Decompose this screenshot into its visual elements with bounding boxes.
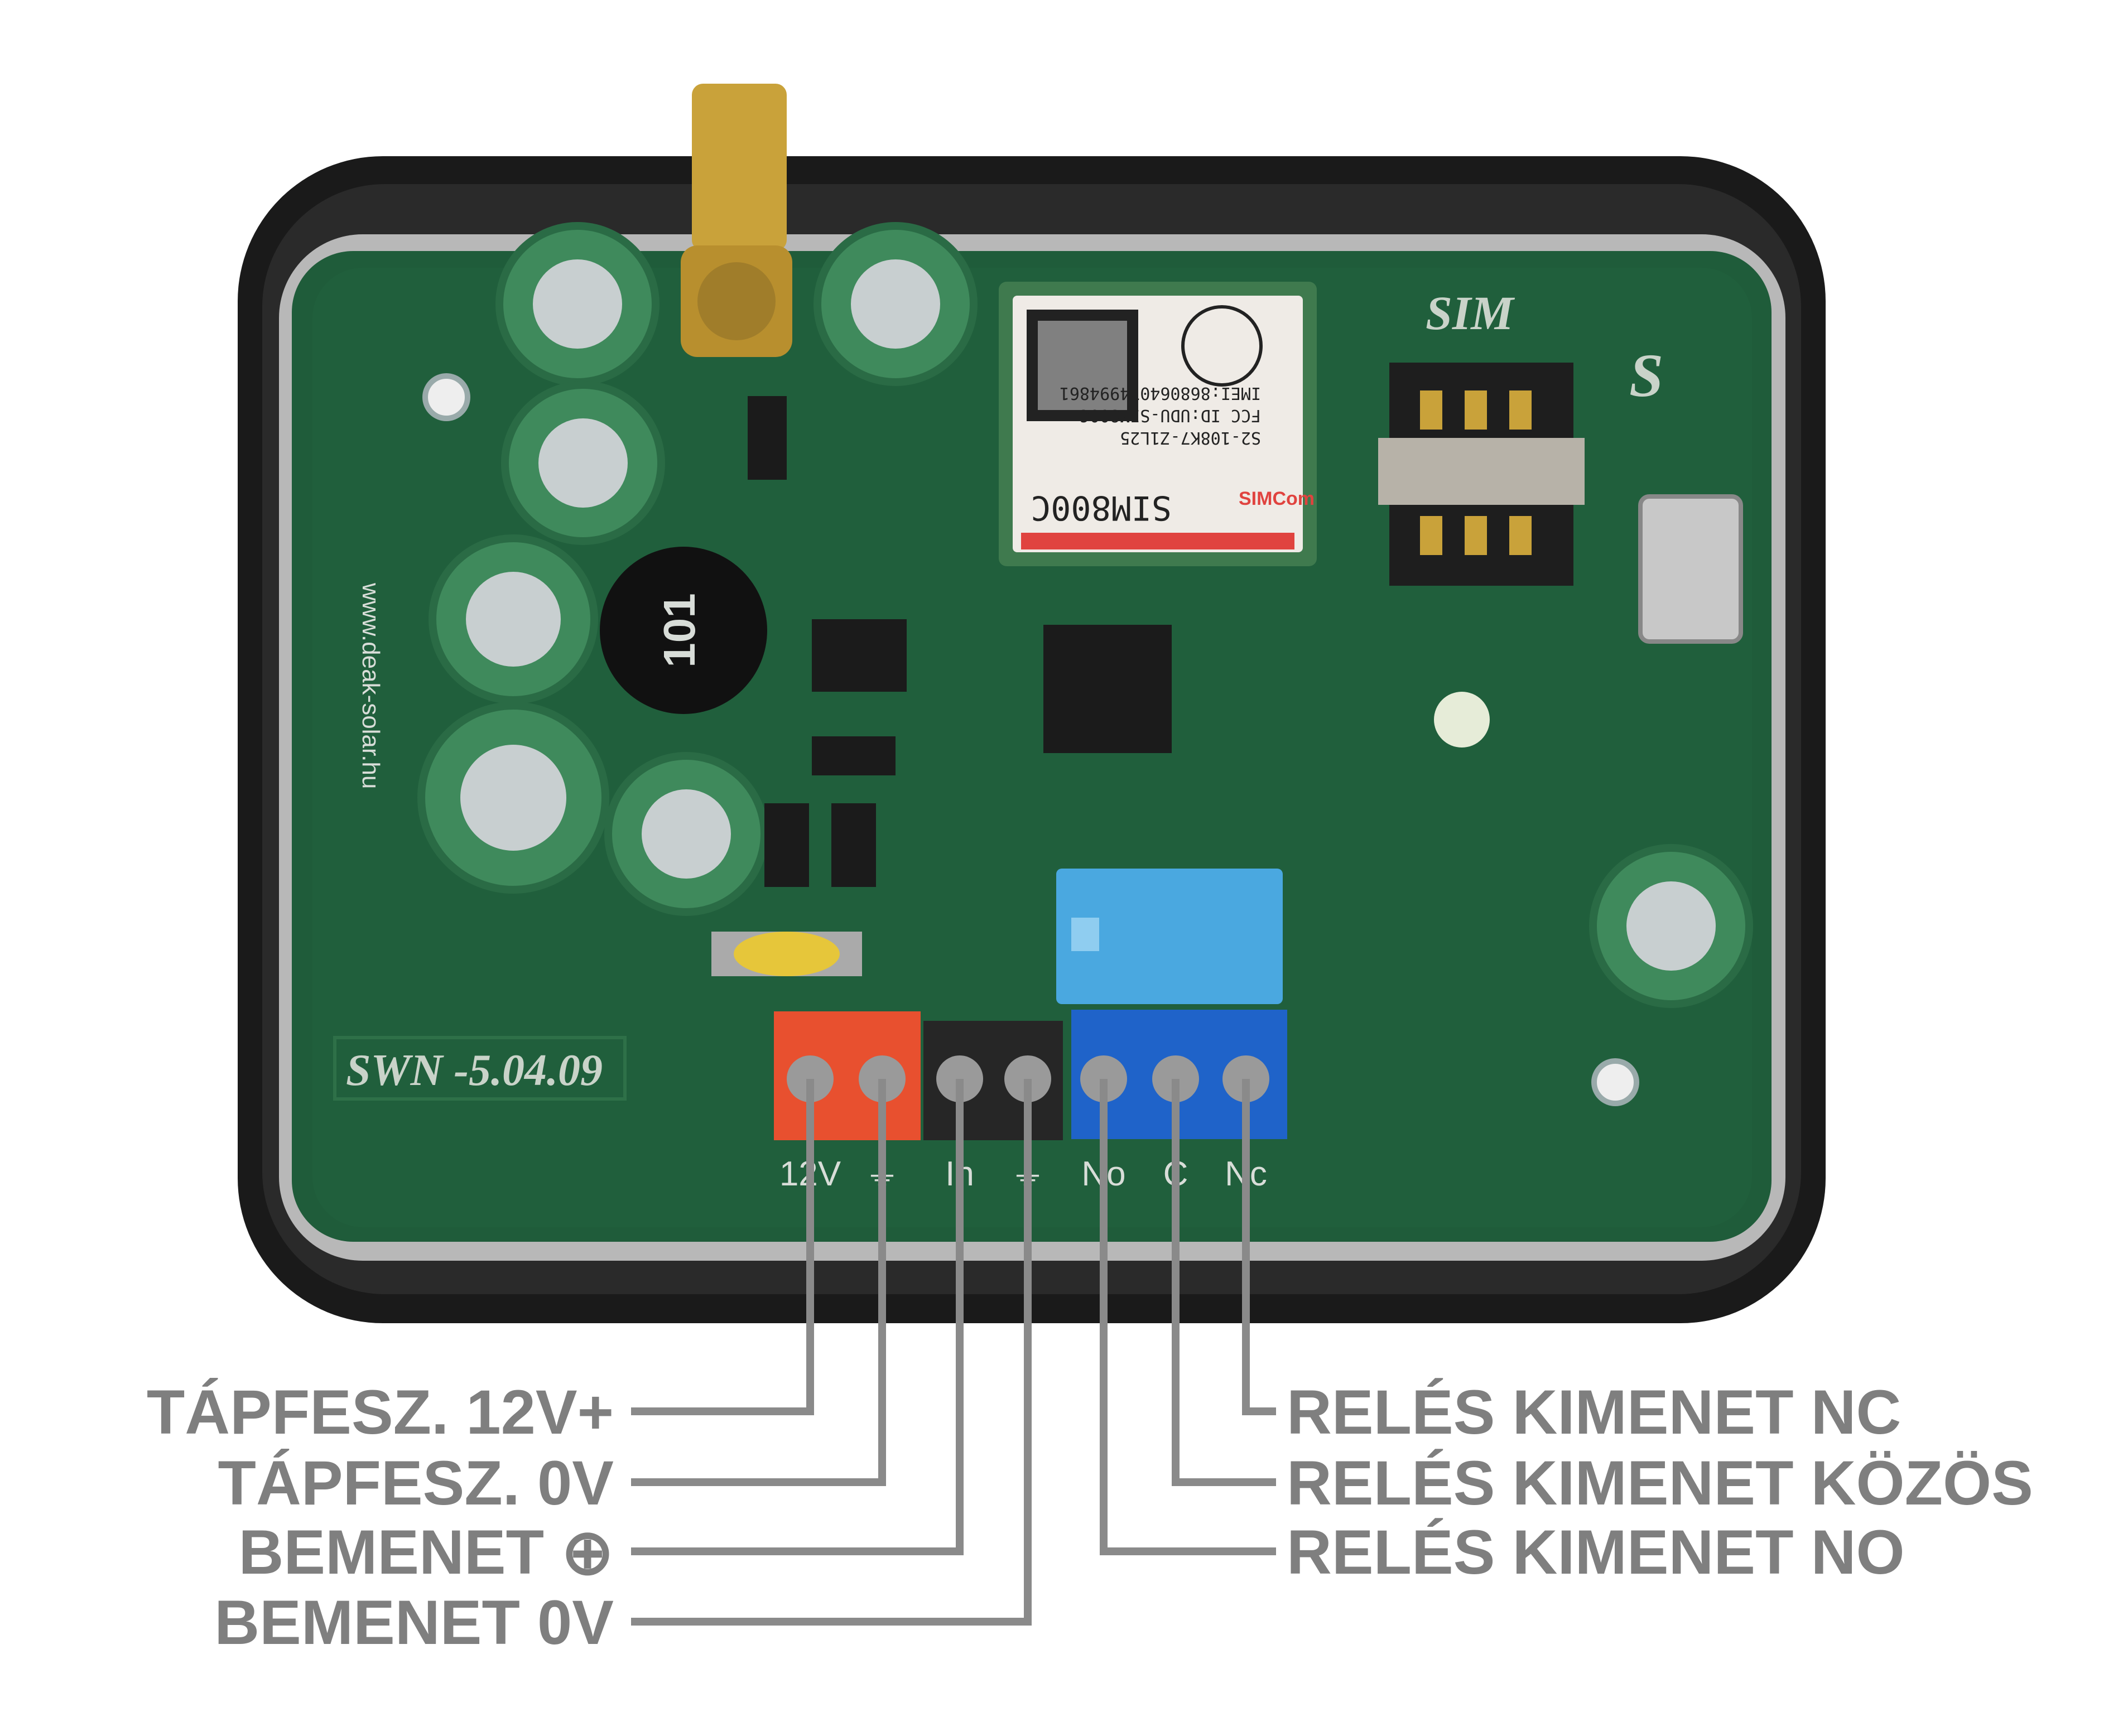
revision-frame	[333, 1036, 627, 1101]
leader-relay-common	[1172, 1079, 1276, 1486]
module-brand: SIMCom	[1239, 488, 1315, 509]
sim-card-slider	[1378, 438, 1585, 505]
label-relay-common: RELÉS KIMENET KÖZÖS	[1287, 1448, 2033, 1518]
antenna-connector	[681, 84, 792, 357]
module-fcc: FCC ID:UDU-SIM800C	[1080, 406, 1261, 425]
ic	[764, 803, 809, 887]
website-text: www.deak-solar.hu	[357, 582, 384, 789]
leader-0v	[631, 1079, 886, 1486]
label-power-0v: TÁPFESZ. 0V	[218, 1448, 614, 1518]
label-relay-nc: RELÉS KIMENET NC	[1287, 1377, 1901, 1447]
leader-lines	[631, 1079, 1276, 1626]
leader-relay-nc	[1242, 1079, 1276, 1415]
brand-logo: S	[1629, 341, 1663, 409]
leader-relay-no	[1100, 1079, 1276, 1555]
label-relay-no: RELÉS KIMENET NO	[1287, 1517, 1905, 1587]
relay	[1056, 869, 1283, 1004]
mounting-hole	[422, 373, 470, 421]
leader-input-0v	[631, 1079, 1032, 1626]
module-code: S2-108K7-Z1L25	[1120, 428, 1261, 447]
microcontroller	[1043, 625, 1172, 753]
capacitor-tops	[460, 259, 1716, 971]
leader-12v	[631, 1079, 814, 1415]
certification-mark	[1181, 305, 1263, 387]
revision-text: SWN -5.04.09	[346, 1046, 603, 1095]
inductor	[600, 547, 767, 714]
module-brand-stripe	[1021, 533, 1294, 549]
leader-input-plus	[631, 1079, 964, 1555]
ceramic-capacitor	[734, 932, 840, 976]
label-power-12v: TÁPFESZ. 12V+	[147, 1377, 614, 1447]
ic	[748, 396, 787, 480]
sim-contacts	[1420, 390, 1532, 555]
label-input-0v: BEMENET 0V	[214, 1588, 614, 1657]
ic	[812, 736, 896, 775]
ic	[831, 803, 876, 887]
module-imei: IMEI:868064074994861	[1060, 383, 1261, 403]
micro-usb-port[interactable]	[1638, 494, 1743, 644]
module-name: SIM800C	[1031, 488, 1172, 527]
ic	[812, 619, 907, 692]
mounting-hole	[1591, 1058, 1639, 1106]
inductor-marking: 101	[654, 593, 704, 667]
led	[1434, 692, 1490, 748]
relay-window	[1071, 918, 1099, 951]
qr-code-pattern	[1038, 321, 1127, 410]
label-input-plus: BEMENET ⊕	[238, 1517, 614, 1587]
sim-label: SIM	[1426, 286, 1515, 340]
